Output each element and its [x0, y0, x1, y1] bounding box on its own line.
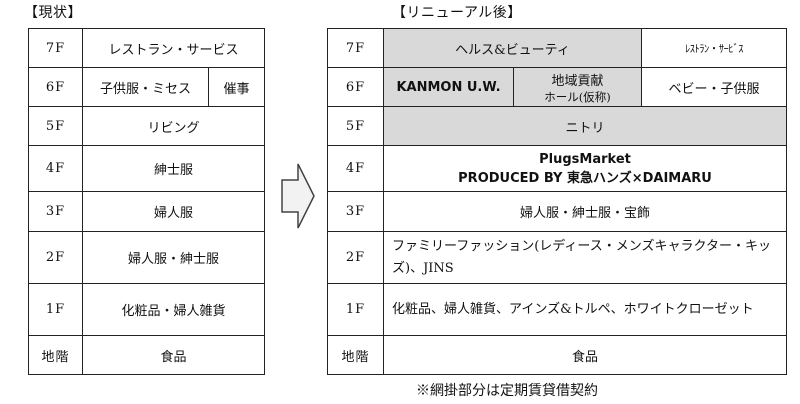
floor-label: 1F: [28, 283, 83, 336]
floor-tenant: ﾚｽﾄﾗﾝ・ｻｰﾋﾞｽ: [641, 28, 788, 68]
current-heading: 【現状】: [24, 5, 82, 21]
floor-label: 3F: [28, 191, 83, 232]
current-floor-table: 7F レストラン・サービス 6F 子供服・ミセス 催事 5F リビング 4F 紳…: [28, 28, 266, 375]
table-row: 地階 食品: [327, 335, 788, 375]
table-row: 2F ファミリーファッション(レディース・メンズキャラクター・キッズ)、JINS: [327, 231, 788, 284]
tenant-line: ホール(仮称): [544, 89, 611, 104]
floor-label: 地階: [28, 335, 83, 375]
floor-label: 7F: [28, 28, 83, 68]
table-row: 5F ニトリ: [327, 106, 788, 146]
floor-tenant: 催事: [207, 67, 266, 107]
floor-label: 4F: [327, 145, 384, 192]
table-row: 1F 化粧品・婦人雑貨: [28, 283, 266, 336]
tenant-line: PRODUCED BY 東急ハンズ×DAIMARU: [458, 170, 712, 186]
floor-tenant: ファミリーファッション(レディース・メンズキャラクター・キッズ)、JINS: [382, 231, 788, 284]
renewal-floor-table: 7F ヘルス&ビューティ ﾚｽﾄﾗﾝ・ｻｰﾋﾞｽ 6F KANMON U.W. …: [327, 28, 788, 375]
table-row: 7F レストラン・サービス: [28, 28, 266, 68]
floor-label: 2F: [327, 231, 384, 284]
floor-label: 4F: [28, 145, 83, 192]
floor-tenant: 化粧品・婦人雑貨: [81, 283, 266, 336]
table-row: 4F 紳士服: [28, 145, 266, 192]
table-row: 3F 婦人服・紳士服・宝飾: [327, 191, 788, 232]
floor-tenant: ベビー・子供服: [641, 67, 788, 107]
floor-label: 6F: [327, 67, 384, 107]
table-row: 4F PlugsMarket PRODUCED BY 東急ハンズ×DAIMARU: [327, 145, 788, 192]
table-row: 6F KANMON U.W. 地域貢献 ホール(仮称) ベビー・子供服: [327, 67, 788, 107]
table-row: 地階 食品: [28, 335, 266, 375]
floor-label: 7F: [327, 28, 384, 68]
floor-tenant-shaded: ニトリ: [382, 106, 788, 146]
floor-tenant: 子供服・ミセス: [82, 67, 209, 107]
table-row: 7F ヘルス&ビューティ ﾚｽﾄﾗﾝ・ｻｰﾋﾞｽ: [327, 28, 788, 68]
table-row: 1F 化粧品、婦人雑貨、アインズ&トルペ、ホワイトクローゼット: [327, 283, 788, 336]
tenant-line: PlugsMarket: [539, 151, 631, 167]
floor-tenant: PlugsMarket PRODUCED BY 東急ハンズ×DAIMARU: [382, 145, 788, 192]
floor-tenant: 婦人服: [81, 191, 266, 232]
floor-label: 6F: [28, 67, 83, 107]
floor-tenant: 紳士服: [81, 145, 266, 192]
floor-label: 2F: [28, 231, 83, 284]
floor-tenant-shaded: ヘルス&ビューティ: [382, 28, 643, 68]
floor-tenant: 食品: [81, 335, 266, 375]
floor-tenant: 婦人服・紳士服・宝飾: [382, 191, 788, 232]
floor-tenant-shaded: 地域貢献 ホール(仮称): [512, 67, 643, 107]
floor-label: 地階: [327, 335, 384, 375]
table-row: 6F 子供服・ミセス 催事: [28, 67, 266, 107]
tenant-line: 地域貢献: [551, 73, 604, 89]
floor-tenant: 婦人服・紳士服: [81, 231, 266, 284]
arrow-right-icon: [281, 163, 315, 229]
floor-label: 1F: [327, 283, 384, 336]
floor-tenant: 食品: [382, 335, 788, 375]
table-row: 3F 婦人服: [28, 191, 266, 232]
table-row: 2F 婦人服・紳士服: [28, 231, 266, 284]
floor-label: 3F: [327, 191, 384, 232]
floor-label: 5F: [28, 106, 83, 146]
floor-tenant: 化粧品、婦人雑貨、アインズ&トルペ、ホワイトクローゼット: [382, 283, 788, 336]
floor-tenant: リビング: [81, 106, 266, 146]
footnote: ※網掛部分は定期賃貸借契約: [416, 383, 598, 399]
table-row: 5F リビング: [28, 106, 266, 146]
renewal-heading: 【リニューアル後】: [392, 5, 522, 21]
floor-label: 5F: [327, 106, 384, 146]
floor-tenant-shaded: KANMON U.W.: [383, 67, 514, 107]
floor-tenant: レストラン・サービス: [81, 28, 266, 68]
